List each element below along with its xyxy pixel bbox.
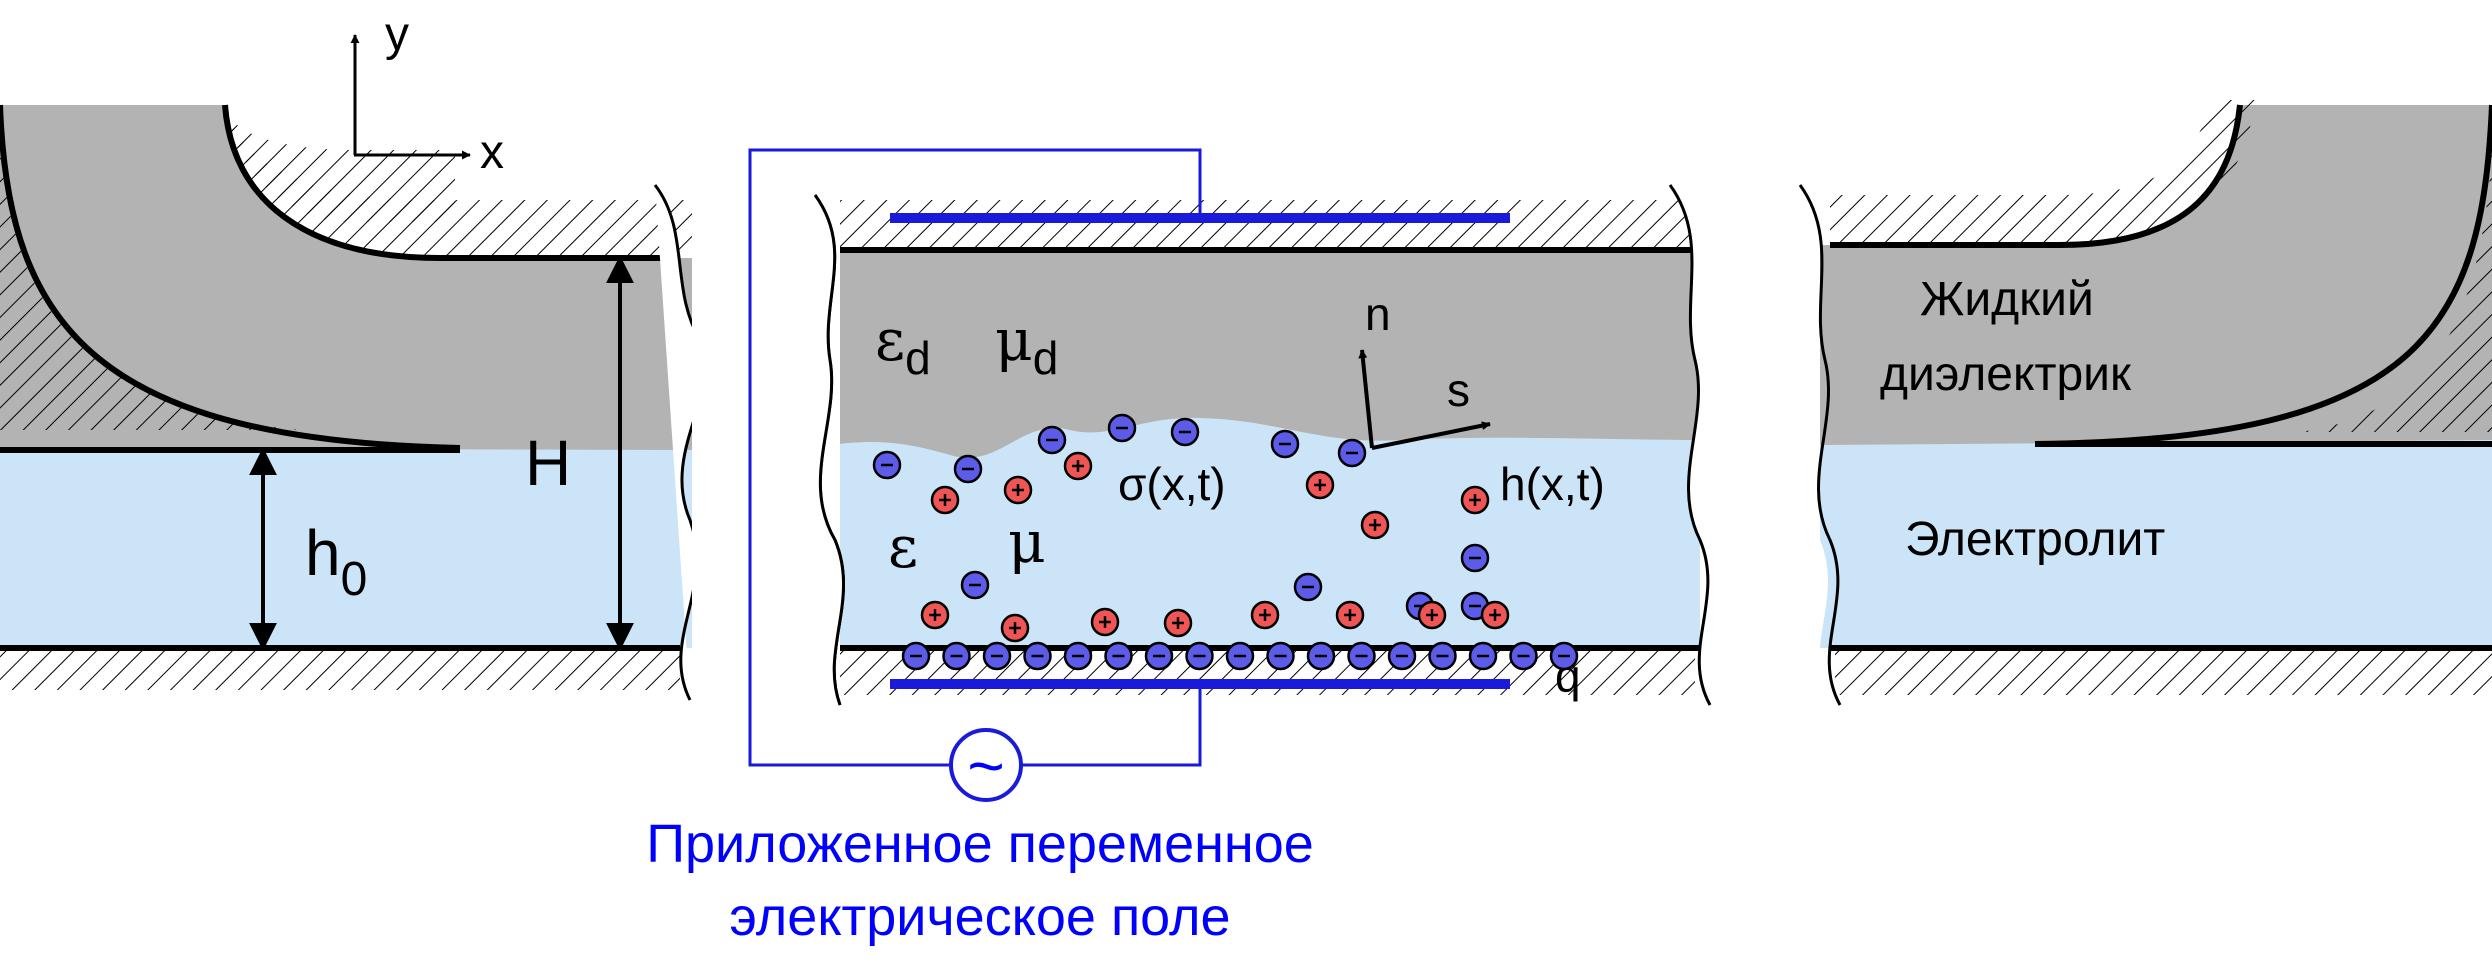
left-electrolyte-region — [0, 448, 700, 648]
surface-negative-ion — [1185, 641, 1214, 671]
surface-negative-ion — [1347, 641, 1376, 671]
center-right-break-line — [1668, 184, 1712, 706]
negative-ion — [953, 454, 983, 484]
mu-d-label: μd — [995, 306, 1058, 384]
center-panel: ~ εd μd ε μ σ(x,t) h(x,t) q n s — [700, 148, 1800, 802]
dielectric-label-line1: Жидкий — [1920, 273, 2094, 326]
positive-ion — [1063, 451, 1093, 481]
circuit-wire-bottom — [1022, 684, 1202, 767]
surface-negative-ion — [1104, 641, 1133, 671]
surface-charge-q — [901, 641, 1579, 671]
negative-ion — [1293, 572, 1323, 602]
positive-ion — [1480, 600, 1510, 630]
positive-ion — [1000, 613, 1030, 643]
positive-ion — [1163, 608, 1193, 638]
mu-label: μ — [1008, 508, 1046, 576]
negative-ion — [1270, 429, 1300, 459]
positive-ion — [1250, 600, 1280, 630]
negative-ion — [960, 570, 990, 600]
surface-negative-ion — [982, 641, 1012, 671]
positive-ion — [1417, 600, 1447, 630]
positive-ion — [1003, 475, 1033, 505]
right-electrolyte-region — [1820, 440, 2492, 648]
right-dielectric-region — [1820, 105, 2492, 445]
y-axis-label: y — [385, 8, 409, 61]
circuit-wire-top — [748, 148, 1202, 767]
negative-ion — [1037, 425, 1067, 455]
surface-negative-ion — [1387, 641, 1417, 671]
surface-negative-ion — [1023, 641, 1052, 671]
dielectric-label-line2: диэлектрик — [1880, 348, 2132, 401]
surface-negative-ion — [1063, 641, 1093, 671]
h-label: h(x,t) — [1500, 458, 1605, 510]
negative-ion — [1107, 413, 1137, 443]
negative-ion — [1337, 438, 1367, 468]
x-axis-label: x — [480, 126, 504, 179]
electrolyte-label: Электролит — [1905, 513, 2165, 566]
positive-ion — [1090, 607, 1120, 637]
positive-ion — [1360, 510, 1390, 540]
positive-ions — [920, 451, 1510, 643]
right-break-line — [1798, 184, 1842, 706]
eps-label: ε — [888, 513, 918, 581]
right-panel: Жидкий диэлектрик Электролит — [1780, 100, 2492, 706]
positive-ion — [1305, 470, 1335, 500]
surface-negative-ion — [1225, 641, 1255, 671]
left-outer-wall — [0, 104, 461, 451]
positive-ion — [920, 600, 950, 630]
H-label: H — [525, 427, 571, 499]
surface-negative-ion — [1549, 641, 1579, 671]
sigma-label: σ(x,t) — [1118, 458, 1226, 510]
surface-negative-ion — [1509, 641, 1538, 671]
s-label: s — [1447, 364, 1470, 416]
s-axis-arrow — [1371, 421, 1491, 450]
surface-negative-ion — [1306, 641, 1336, 671]
surface-negative-ion — [1266, 641, 1295, 671]
surface-negative-ion — [1428, 641, 1457, 671]
left-panel: y x H h0 — [0, 8, 732, 710]
surface-negative-ion — [901, 641, 931, 671]
positive-ion — [1335, 600, 1365, 630]
eps-d-label: εd — [875, 306, 931, 384]
center-dielectric-region — [830, 250, 1700, 458]
h0-label: h0 — [305, 517, 367, 606]
negative-ion — [1460, 543, 1490, 573]
n-label: n — [1365, 288, 1391, 340]
surface-negative-ion — [942, 641, 971, 671]
surface-negative-ion — [1144, 641, 1174, 671]
positive-ion — [1460, 485, 1490, 515]
n-axis-arrow — [1358, 349, 1374, 449]
positive-ion — [930, 485, 960, 515]
negative-ion — [872, 450, 902, 480]
surface-negative-ion — [1468, 641, 1498, 671]
ac-source-icon — [949, 728, 1023, 802]
right-upper-wall — [1830, 104, 2243, 248]
ac-source-symbol: ~ — [967, 730, 1004, 802]
field-caption-line1: Приложенное переменное — [646, 814, 1314, 874]
right-outer-wall — [2034, 104, 2492, 447]
left-dielectric-region — [0, 105, 700, 450]
left-upper-wall — [222, 104, 680, 261]
negative-ion — [1170, 417, 1200, 447]
field-caption-line2: электрическое поле — [729, 887, 1230, 947]
